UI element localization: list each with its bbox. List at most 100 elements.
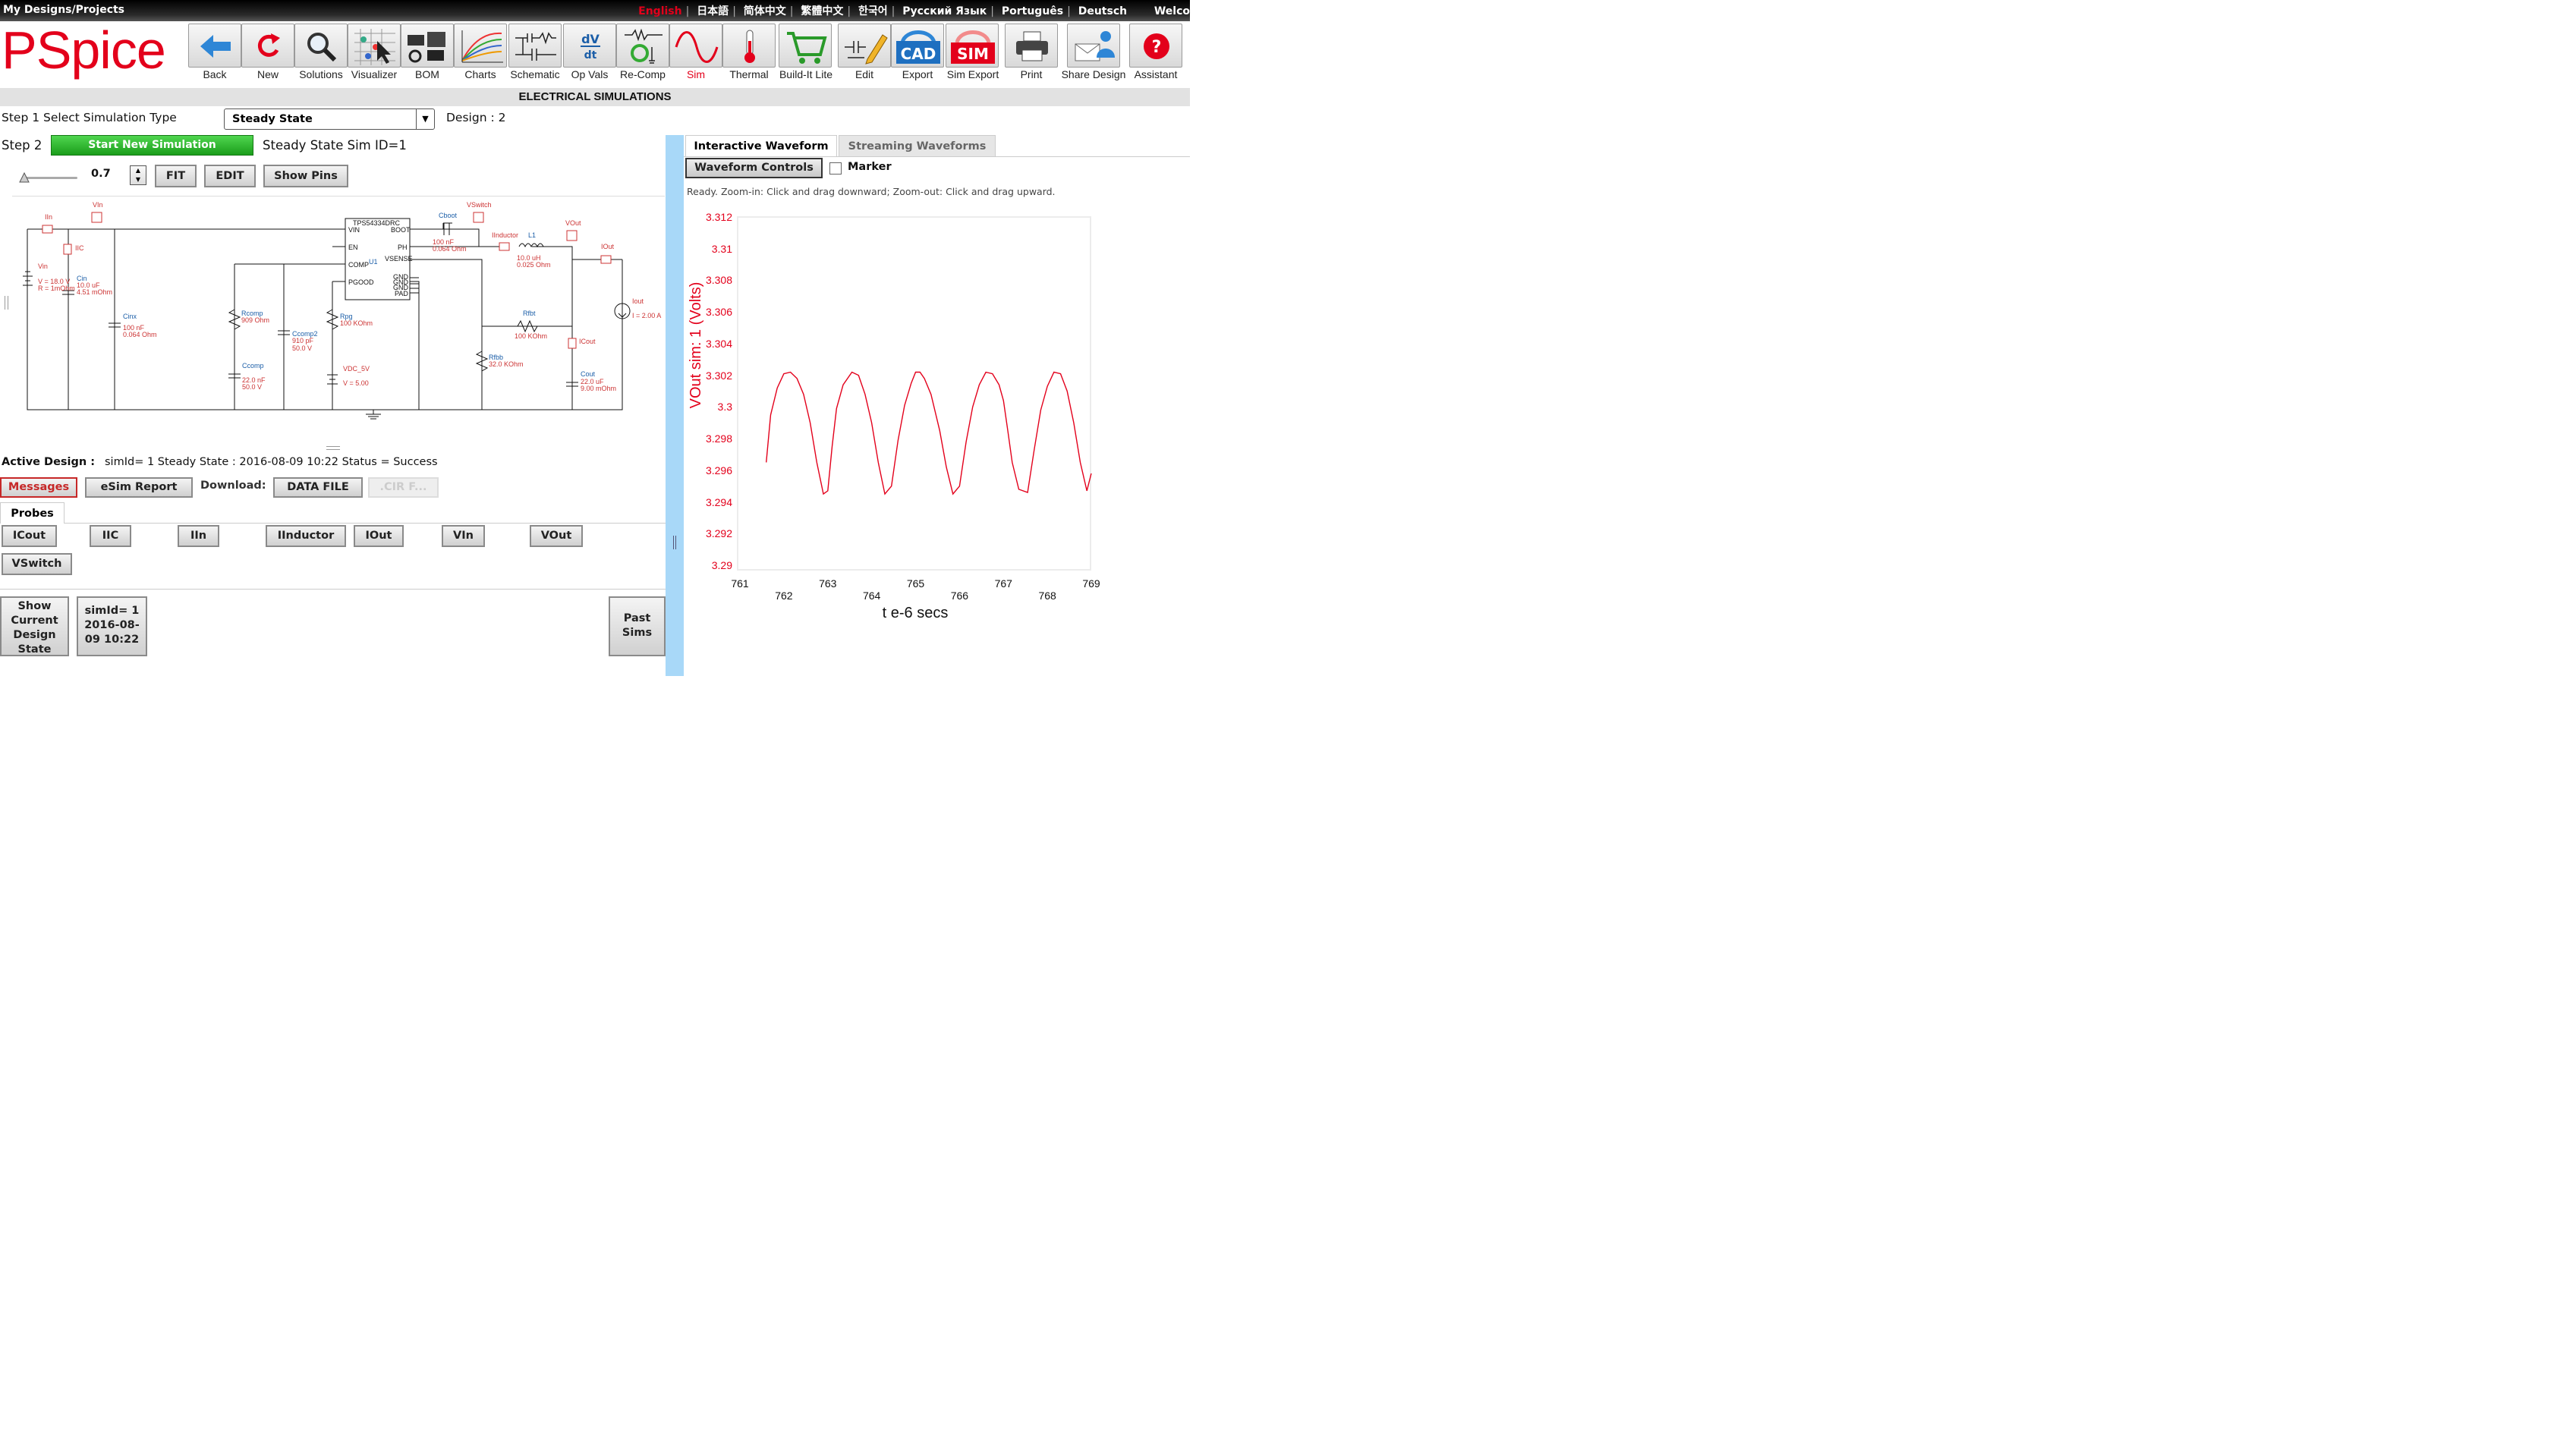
probe-iin-button[interactable]: IIn [178,525,219,547]
thermometer-icon [744,30,755,63]
probes-tab[interactable]: Probes [0,502,65,524]
marker-checkbox[interactable] [829,162,842,175]
svg-text:Cout: Cout [581,370,596,378]
messages-button[interactable]: Messages [0,477,77,498]
panel-splitter[interactable] [666,135,684,676]
lang-portuguese[interactable]: Português [1001,5,1064,17]
download-label: Download: [200,480,266,492]
visualizer-icon [354,29,395,65]
svg-text:VIN: VIN [348,226,360,234]
bottom-panel-grip[interactable] [326,446,340,450]
bom-button[interactable] [401,24,454,68]
y-tick-label: 3.296 [705,464,732,476]
lang-simplified-chinese[interactable]: 简体中文 [743,5,786,17]
probe-iic-button[interactable]: IIC [90,525,131,547]
toolbar-label-op-vals: Op Vals [571,68,609,80]
y-tick-label: 3.302 [705,369,732,382]
svg-text:VSwitch: VSwitch [467,201,492,209]
back-button[interactable] [188,24,241,68]
cir-file-button[interactable]: .CIR F... [368,477,439,498]
lang-german[interactable]: Deutsch [1078,5,1128,17]
build-it-lite-button[interactable] [779,24,832,68]
edit-schematic-button[interactable]: EDIT [204,165,256,187]
probe-icout-button[interactable]: ICout [2,525,57,547]
svg-text:IInductor: IInductor [492,231,518,239]
thermal-button[interactable] [722,24,776,68]
start-new-simulation-button[interactable]: Start New Simulation [51,135,253,156]
tab-interactive-waveform[interactable]: Interactive Waveform [685,135,837,157]
data-file-button[interactable]: DATA FILE [273,477,363,498]
schematic-button[interactable] [508,24,562,68]
svg-text:22.0 nF: 22.0 nF [242,376,266,384]
svg-text:Cinx: Cinx [123,313,137,320]
zoom-stepper[interactable]: ▲▼ [130,165,146,185]
probe-vswitch-button[interactable]: VSwitch [2,553,72,575]
toolbar-label-back: Back [203,68,227,80]
sim-button[interactable] [669,24,722,68]
probe-vout-button[interactable]: VOut [530,525,583,547]
show-current-design-state-button[interactable]: Show Current Design State [0,596,69,656]
simulation-type-select[interactable]: Steady State ▼ [224,108,435,130]
probe-iinductor-button[interactable]: IInductor [266,525,346,547]
y-tick-label: 3.308 [705,274,732,287]
svg-text:0.064 Ohm: 0.064 Ohm [433,245,467,253]
svg-text:R = 1mOhm: R = 1mOhm [38,285,75,292]
svg-text:Vin: Vin [38,263,48,270]
zoom-slider-handle[interactable] [18,171,30,184]
new-button[interactable] [241,24,294,68]
waveform-plot-area[interactable] [737,216,1091,571]
lang-korean[interactable]: 한국어 [858,5,888,17]
svg-text:ICout: ICout [579,338,596,345]
visualizer-button[interactable] [348,24,401,68]
share-design-button[interactable] [1067,24,1120,68]
chevron-down-icon: ▼ [416,109,434,129]
toolbar-label-share-design: Share Design [1061,68,1126,80]
show-pins-button[interactable]: Show Pins [263,165,348,187]
toolbar-label-thermal: Thermal [729,68,769,80]
sim-id-label: Steady State Sim ID=1 [263,138,407,153]
schematic-canvas[interactable]: TPS54334DRC U1 VIN EN COMP PGOOD BOOT PH… [0,196,665,446]
zoom-slider-track[interactable] [24,177,77,179]
svg-text:IIC: IIC [75,244,84,252]
lang-traditional-chinese[interactable]: 繁體中文 [801,5,844,17]
svg-text:100 nF: 100 nF [433,238,455,246]
left-panel-grip[interactable] [5,296,8,310]
edit-button[interactable] [838,24,891,68]
past-sims-button[interactable]: Past Sims [609,596,666,656]
lang-russian[interactable]: Русский Язык [902,5,987,17]
sim-export-button[interactable]: SIM [946,24,999,68]
refresh-icon [257,33,280,57]
y-tick-label: 3.306 [705,306,732,319]
sim-history-card[interactable]: simId= 1 2016-08-09 10:22 [77,596,147,656]
export-button[interactable]: CAD [891,24,944,68]
toolbar-label-re-comp: Re-Comp [620,68,666,80]
re-comp-button[interactable] [616,24,669,68]
svg-text:VSENSE: VSENSE [385,255,413,263]
tab-streaming-waveforms[interactable]: Streaming Waveforms [839,135,996,157]
print-button[interactable] [1005,24,1058,68]
probe-iout-button[interactable]: IOut [354,525,404,547]
solutions-button[interactable] [294,24,348,68]
esim-report-button[interactable]: eSim Report [85,477,193,498]
svg-text:GND: GND [393,284,409,291]
breadcrumb-my-designs[interactable]: My Designs/Projects [3,4,125,16]
fit-button[interactable]: FIT [155,165,197,187]
lang-japanese[interactable]: 日本語 [697,5,729,17]
svg-text:COMP: COMP [348,261,369,269]
svg-text:BOOT: BOOT [391,226,411,234]
svg-text:Rfbt: Rfbt [523,310,536,317]
svg-text:0.025 Ohm: 0.025 Ohm [517,261,551,269]
svg-text:IIn: IIn [45,213,52,221]
toolbar-label-edit: Edit [855,68,874,80]
waveform-controls-button[interactable]: Waveform Controls [685,158,823,178]
svg-text:Ccomp: Ccomp [242,362,264,370]
assistant-button[interactable]: ? [1129,24,1182,68]
toolbar-label-assistant: Assistant [1134,68,1178,80]
svg-text:50.0 V: 50.0 V [242,383,262,391]
probe-vin-button[interactable]: VIn [442,525,485,547]
charts-button[interactable] [454,24,507,68]
lang-english[interactable]: English [638,5,682,17]
toolbar-label-export: Export [902,68,933,80]
